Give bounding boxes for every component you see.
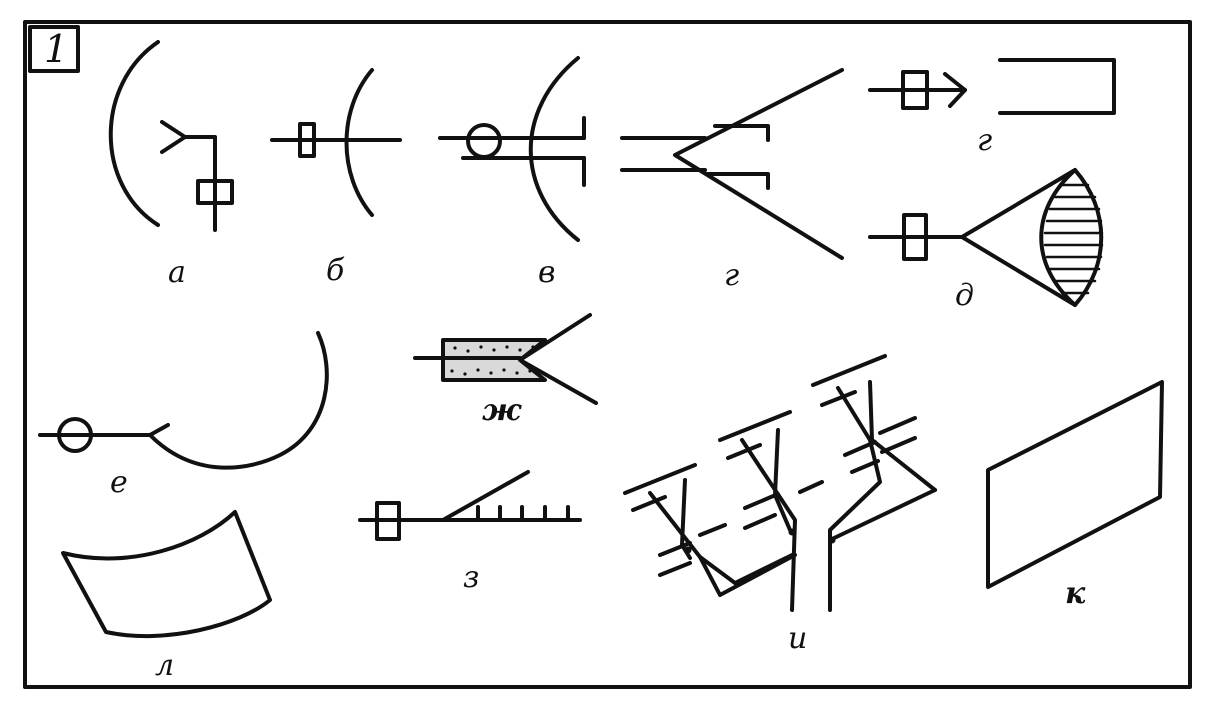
feed-horn [943, 72, 967, 108]
label-i: и [788, 621, 807, 656]
feed-block [375, 501, 401, 541]
stub-lower [706, 172, 770, 190]
reflector-arc [344, 68, 374, 217]
feed-horn-upper [148, 423, 170, 437]
horn-sides [960, 168, 1077, 307]
reflector-curve [148, 331, 329, 470]
label-a: а [168, 255, 186, 290]
feed-block [196, 179, 234, 205]
lens-hatching [1043, 183, 1104, 295]
comb-teeth [476, 505, 570, 522]
horn-sides [673, 68, 844, 260]
antenna-g: г [620, 68, 844, 293]
antenna-zh: ж [413, 313, 598, 428]
antenna-l: л [61, 510, 272, 683]
horn-sides [518, 313, 598, 405]
label-e: е [110, 465, 128, 500]
dielectric-dots [450, 345, 535, 376]
label-v: в [538, 255, 555, 290]
feed-network [648, 380, 937, 612]
curved-plate [61, 510, 272, 639]
label-l: л [155, 648, 174, 683]
feed-circle [466, 123, 502, 159]
lens [1039, 168, 1104, 307]
label-d: д [955, 278, 974, 313]
figure-number: 1 [44, 27, 68, 71]
feed-block [902, 213, 928, 261]
antenna-k: к [986, 380, 1164, 611]
junction-dots [684, 528, 836, 554]
feed-horn [160, 120, 187, 154]
antenna-d: д [868, 168, 1104, 313]
bracket-reflector [998, 58, 1116, 115]
antenna-i: и [623, 354, 937, 656]
reflector-arc [528, 56, 580, 242]
label-b: б [326, 253, 345, 288]
antenna-e: е [38, 331, 329, 500]
flat-plate [986, 380, 1164, 589]
reflector-arc [108, 40, 160, 227]
reflector-dashes [623, 354, 887, 495]
feed-line [183, 135, 217, 232]
antenna-z: з [358, 470, 582, 595]
feed-block [298, 122, 316, 158]
label-g2: г [977, 123, 992, 158]
antenna-a: а [108, 40, 234, 290]
label-z: з [463, 560, 479, 595]
figure-frame [23, 20, 1192, 689]
feed-block [901, 70, 929, 110]
label-g: г [724, 258, 739, 293]
antenna-g2: г [868, 58, 1116, 158]
stub-upper [713, 124, 770, 142]
figure-number-box [28, 25, 80, 73]
slant-arm [441, 470, 530, 522]
label-k: к [1065, 576, 1086, 611]
antenna-b: б [270, 68, 402, 288]
label-zh: ж [482, 393, 522, 428]
antenna-v: в [438, 56, 586, 290]
